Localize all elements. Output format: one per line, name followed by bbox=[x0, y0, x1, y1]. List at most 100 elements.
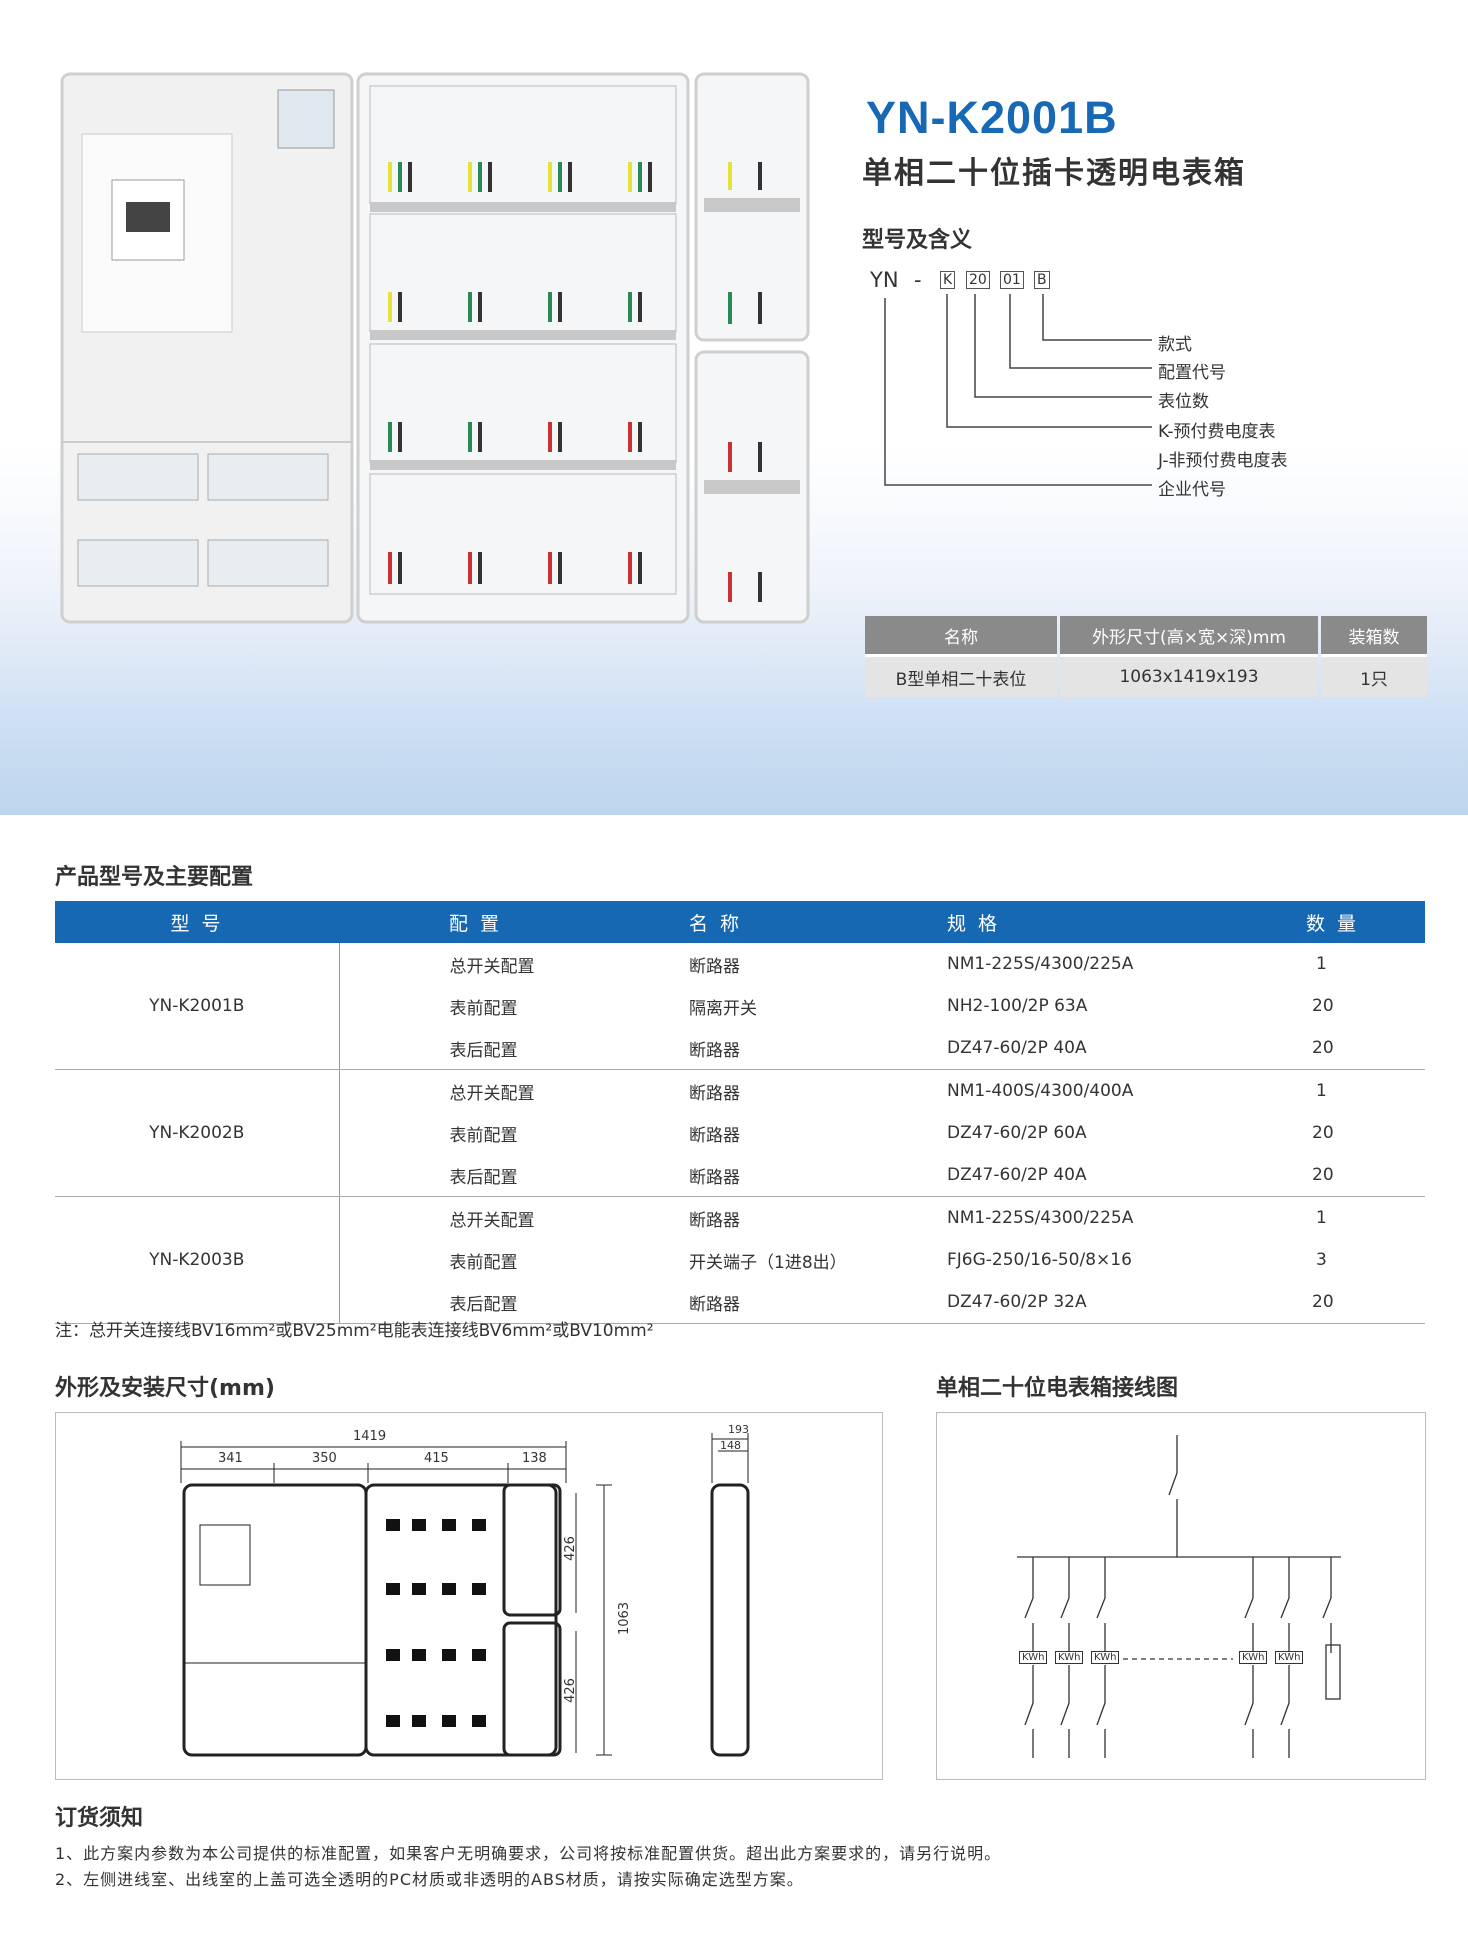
cfg-qty-cell: 20 bbox=[1278, 1281, 1425, 1324]
code-label-j: J-非预付费电度表 bbox=[1158, 451, 1288, 471]
spec-table: 名称 外形尺寸(高×宽×深)mm 装箱数 B型单相二十表位 1063x1419x… bbox=[862, 616, 1430, 697]
cfg-config-cell: 总开关配置 bbox=[449, 956, 535, 977]
cfg-spec-cell: DZ47-60/2P 40A bbox=[946, 1154, 1278, 1197]
cfg-header-spec: 规 格 bbox=[946, 901, 1278, 943]
product-photo bbox=[60, 72, 810, 624]
spec-cell-pack: 1只 bbox=[1321, 654, 1427, 697]
table-row: YN-K2003B 总开关配置 断路器 NM1-225S/4300/225A 1 bbox=[55, 1196, 1425, 1324]
cfg-config-cell: 总开关配置 bbox=[449, 1210, 535, 1231]
meter-kwh-4: KWh bbox=[1239, 1651, 1268, 1664]
product-model-title: YN-K2001B bbox=[866, 92, 1118, 143]
cfg-name-cell: 隔离开关 bbox=[689, 998, 757, 1019]
cfg-spec-cell: NM1-225S/4300/225A bbox=[947, 954, 1134, 974]
cfg-spec-cell: NM1-225S/4300/225A bbox=[947, 1208, 1134, 1228]
dim-seg-350: 350 bbox=[312, 1451, 337, 1466]
spec-cell-name: B型单相二十表位 bbox=[865, 654, 1057, 697]
code-label-company: 企业代号 bbox=[1158, 480, 1226, 500]
meter-kwh-2: KWh bbox=[1055, 1651, 1084, 1664]
dim-seg-138: 138 bbox=[522, 1451, 547, 1466]
table-row: 表后配置 断路器 DZ47-60/2P 32A 20 bbox=[55, 1281, 1425, 1324]
ordering-item-2: 2、左侧进线室、出线室的上盖可选全透明的PC材质或非透明的ABS材质，请按实际确… bbox=[55, 1870, 804, 1889]
code-connector-lines bbox=[884, 294, 1152, 486]
model-code-diagram: YN - K 20 01 B 款式 配置代号 表位数 K-预付费电度表 J-非预… bbox=[862, 262, 1342, 502]
wiring-diagram-svg bbox=[1017, 1435, 1341, 1758]
cfg-config-cell: 总开关配置 bbox=[449, 1083, 535, 1104]
ordering-heading: 订货须知 bbox=[55, 1806, 144, 1831]
code-part-k: K bbox=[940, 271, 956, 289]
cfg-name-cell: 开关端子（1进8出） bbox=[689, 1252, 847, 1273]
dim-depth-outer: 193 bbox=[728, 1423, 749, 1436]
cfg-model-cell: YN-K2003B bbox=[55, 1196, 340, 1324]
meter-kwh-3: KWh bbox=[1091, 1651, 1120, 1664]
code-part-b: B bbox=[1034, 271, 1050, 289]
cfg-name-cell: 断路器 bbox=[689, 1125, 740, 1146]
dim-side-height-bottom: 426 bbox=[562, 1678, 578, 1703]
cfg-qty-cell: 20 bbox=[1312, 996, 1334, 1016]
cfg-config-cell: 表前配置 bbox=[449, 1125, 518, 1146]
cfg-name-cell: 断路器 bbox=[688, 1281, 946, 1324]
cfg-name-cell: 断路器 bbox=[688, 1154, 946, 1197]
cfg-header-model: 型 号 bbox=[55, 901, 339, 943]
spec-header-pack: 装箱数 bbox=[1321, 616, 1427, 654]
cfg-qty-cell: 1 bbox=[1316, 1208, 1327, 1228]
table-row: YN-K2002B 总开关配置 断路器 NM1-400S/4300/400A 1 bbox=[55, 1069, 1425, 1197]
dim-height: 1063 bbox=[617, 1601, 633, 1636]
cfg-model-cell: YN-K2002B bbox=[55, 1069, 340, 1197]
dimensions-heading: 外形及安装尺寸(mm) bbox=[55, 1376, 275, 1401]
dim-overall-width: 1419 bbox=[353, 1429, 387, 1444]
cfg-qty-cell: 20 bbox=[1278, 1027, 1425, 1070]
wiring-heading: 单相二十位电表箱接线图 bbox=[936, 1376, 1179, 1401]
spec-cell-size: 1063x1419x193 bbox=[1060, 654, 1318, 697]
cfg-spec-cell: NH2-100/2P 63A bbox=[947, 996, 1088, 1016]
model-meaning-heading: 型号及含义 bbox=[862, 228, 973, 253]
cfg-spec-cell: NM1-400S/4300/400A bbox=[947, 1081, 1134, 1101]
table-row: 表前配置 隔离开关 NH2-100/2P 63A 20 bbox=[55, 985, 1425, 1027]
cfg-config-cell: 表前配置 bbox=[449, 998, 518, 1019]
dimension-drawing-svg bbox=[180, 1433, 750, 1757]
cfg-name-cell: 断路器 bbox=[689, 956, 740, 977]
cfg-name-cell: 断路器 bbox=[689, 1210, 740, 1231]
cfg-spec-cell: DZ47-60/2P 40A bbox=[946, 1027, 1278, 1070]
dimension-drawing: 1419 341 350 415 138 1063 426 426 193 14… bbox=[55, 1412, 883, 1780]
code-label-positions: 表位数 bbox=[1158, 392, 1209, 412]
dim-seg-341: 341 bbox=[218, 1451, 243, 1466]
cfg-name-cell: 断路器 bbox=[689, 1083, 740, 1104]
code-part-yn: YN bbox=[870, 268, 899, 292]
cfg-model-cell: YN-K2001B bbox=[55, 943, 340, 1070]
cfg-config-cell: 表前配置 bbox=[449, 1252, 518, 1273]
cfg-qty-cell: 20 bbox=[1278, 1154, 1425, 1197]
table-row: 表后配置 断路器 DZ47-60/2P 40A 20 bbox=[55, 1027, 1425, 1070]
cfg-qty-cell: 1 bbox=[1316, 1081, 1327, 1101]
wiring-note: 注：总开关连接线BV16mm²或BV25mm²电能表连接线BV6mm²或BV10… bbox=[55, 1321, 654, 1341]
spec-header-size: 外形尺寸(高×宽×深)mm bbox=[1060, 616, 1318, 654]
dim-seg-415: 415 bbox=[424, 1451, 449, 1466]
cfg-spec-cell: FJ6G-250/16-50/8×16 bbox=[947, 1250, 1132, 1270]
cfg-config-cell: 表后配置 bbox=[339, 1154, 688, 1197]
meter-kwh-1: KWh bbox=[1019, 1651, 1048, 1664]
wiring-diagram: KWh KWh KWh KWh KWh bbox=[936, 1412, 1426, 1780]
cfg-header-name: 名 称 bbox=[688, 901, 946, 943]
cfg-spec-cell: DZ47-60/2P 32A bbox=[946, 1281, 1278, 1324]
dim-side-height-top: 426 bbox=[562, 1536, 578, 1561]
code-part-01: 01 bbox=[1000, 271, 1024, 289]
code-part-20: 20 bbox=[966, 271, 990, 289]
code-label-config: 配置代号 bbox=[1158, 363, 1226, 383]
code-part-dash: - bbox=[914, 268, 922, 292]
meter-kwh-5: KWh bbox=[1275, 1651, 1304, 1664]
table-row: 表后配置 断路器 DZ47-60/2P 40A 20 bbox=[55, 1154, 1425, 1197]
ordering-item-1: 1、此方案内参数为本公司提供的标准配置，如果客户无明确要求，公司将按标准配置供货… bbox=[55, 1844, 1002, 1863]
cfg-config-cell: 表后配置 bbox=[339, 1281, 688, 1324]
cfg-config-cell: 表后配置 bbox=[339, 1027, 688, 1070]
dim-depth-inner: 148 bbox=[720, 1439, 741, 1452]
code-label-k: K-预付费电度表 bbox=[1158, 422, 1276, 442]
config-heading: 产品型号及主要配置 bbox=[55, 865, 254, 890]
product-name-title: 单相二十位插卡透明电表箱 bbox=[862, 156, 1246, 191]
cfg-header-config: 配 置 bbox=[339, 901, 688, 943]
code-label-style: 款式 bbox=[1158, 335, 1192, 355]
table-row: 表前配置 开关端子（1进8出） FJ6G-250/16-50/8×16 3 bbox=[55, 1239, 1425, 1281]
config-table: 型 号 配 置 名 称 规 格 数 量 YN-K2001B 总开关配置 断路器 … bbox=[55, 901, 1425, 1324]
cfg-name-cell: 断路器 bbox=[688, 1027, 946, 1070]
cfg-spec-cell: DZ47-60/2P 60A bbox=[947, 1123, 1087, 1143]
cfg-header-qty: 数 量 bbox=[1278, 901, 1425, 943]
table-row: 表前配置 断路器 DZ47-60/2P 60A 20 bbox=[55, 1112, 1425, 1154]
